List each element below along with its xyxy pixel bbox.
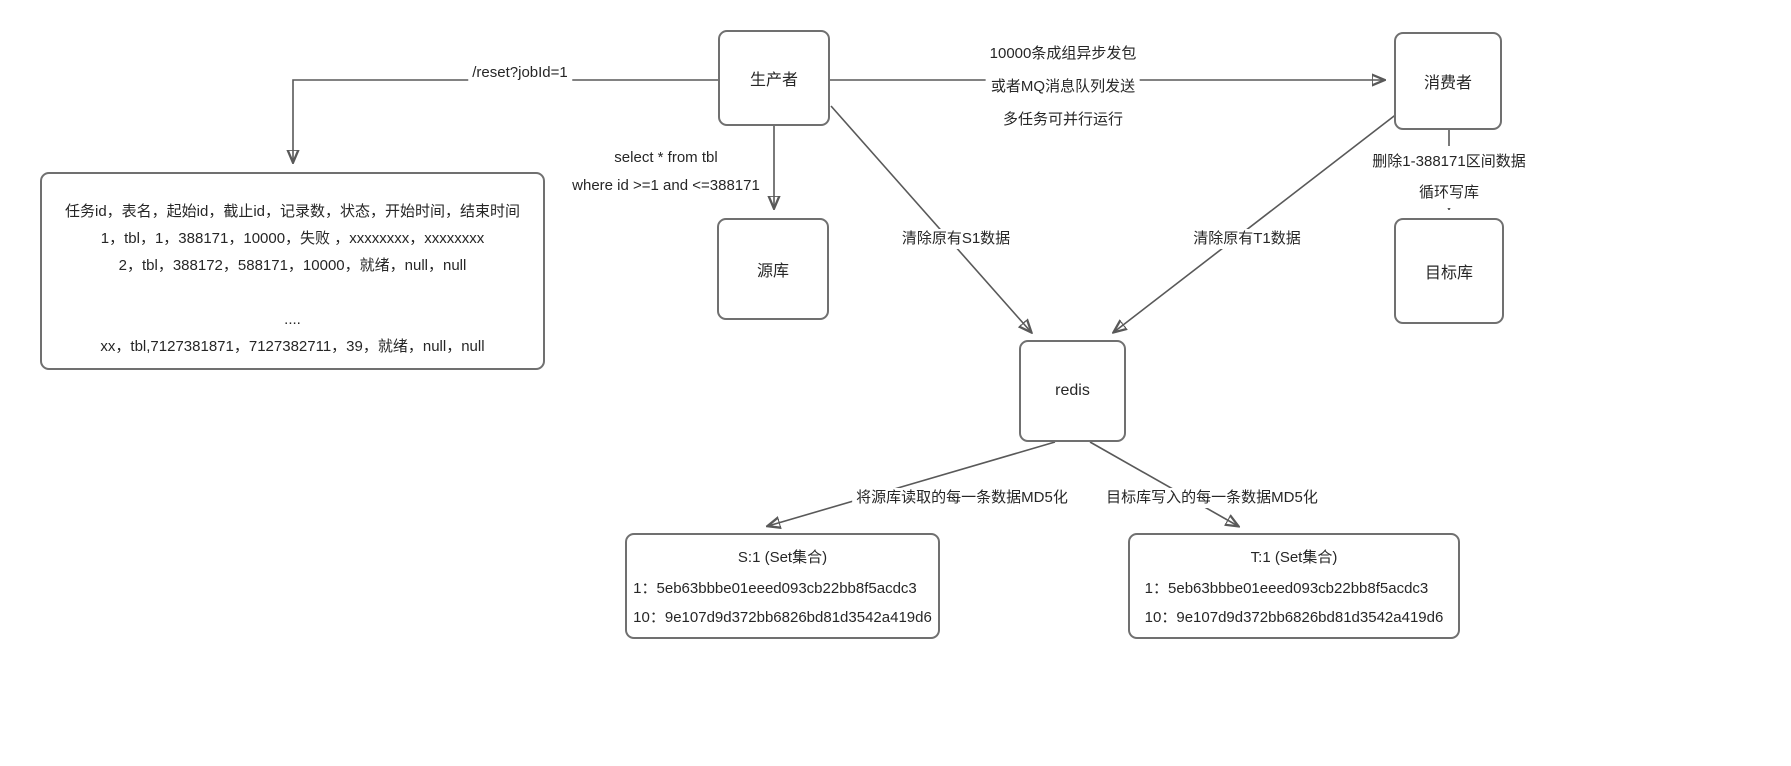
node-consumer-label: 消费者 xyxy=(1423,75,1472,92)
task-table-row: 2，tbl，388172，588171，10000，就绪，null，null xyxy=(118,257,467,274)
task-table-spacer xyxy=(42,279,543,306)
edge-label-consumer-to-target-line: 循环写库 xyxy=(1413,177,1484,208)
node-s1-set: S:1 (Set集合) 1：5eb63bbbe01eeed093cb22bb8f… xyxy=(625,533,940,639)
node-source-db-label: 源库 xyxy=(756,263,789,280)
task-table-row: xx，tbl,7127381871，7127382711，39，就绪，null，… xyxy=(100,338,485,355)
s1-set-entry: 1：5eb63bbbe01eeed093cb22bb8f5acdc3 xyxy=(633,580,917,597)
edge-label-reset-job: /reset?jobId=1 xyxy=(468,63,572,83)
edge-label-producer-to-consumer-line: 10000条成组异步发包 xyxy=(984,37,1142,70)
task-table-ellipsis: .... xyxy=(284,311,301,328)
t1-set-entry: 1：5eb63bbbe01eeed093cb22bb8f5acdc3 xyxy=(1144,580,1429,597)
edge-consumer-to-redis xyxy=(1114,112,1399,332)
edge-label-producer-to-consumer-line: 多任务可并行运行 xyxy=(997,103,1128,136)
node-redis: redis xyxy=(1019,340,1126,442)
edge-redis-to-s1 xyxy=(768,441,1056,526)
edge-label-clear-t1: 清除原有T1数据 xyxy=(1189,229,1305,249)
t1-set-title: T:1 (Set集合) xyxy=(1250,549,1338,566)
node-target-db-label: 目标库 xyxy=(1424,265,1473,282)
node-consumer: 消费者 xyxy=(1394,32,1502,130)
edge-label-producer-to-consumer-line: 或者MQ消息队列发送 xyxy=(985,70,1141,103)
edge-redis-to-t1 xyxy=(1089,441,1238,526)
edge-label-consumer-to-target-line: 删除1-388171区间数据 xyxy=(1367,146,1531,177)
edge-label-source-md5: 将源库读取的每一条数据MD5化 xyxy=(852,488,1072,508)
edge-label-clear-s1: 清除原有S1数据 xyxy=(897,229,1015,249)
task-table-row: 1，tbl，1，388171，10000，失败 ，xxxxxxxx，xxxxxx… xyxy=(100,230,485,247)
node-producer: 生产者 xyxy=(718,30,830,126)
node-target-db: 目标库 xyxy=(1394,218,1504,324)
t1-set-entry: 10：9e107d9d372bb6826bd81d3542a419d6 xyxy=(1144,609,1444,626)
node-redis-label: redis xyxy=(1055,382,1090,399)
edge-producer-to-redis xyxy=(830,105,1031,332)
node-source-db: 源库 xyxy=(717,218,829,320)
edge-label-select-query-line: select * from tbl xyxy=(609,144,723,172)
edge-label-select-query-line: where id >=1 and <=388171 xyxy=(567,172,765,200)
node-task-table: 任务id，表名，起始id，截止id，记录数，状态，开始时间，结束时间 1，tbl… xyxy=(40,172,545,370)
s1-set-entry: 10：9e107d9d372bb6826bd81d3542a419d6 xyxy=(633,609,932,626)
edge-label-target-md5: 目标库写入的每一条数据MD5化 xyxy=(1102,488,1322,508)
s1-set-entries: 1：5eb63bbbe01eeed093cb22bb8f5acdc3 10：9e… xyxy=(633,574,932,632)
s1-set-title: S:1 (Set集合) xyxy=(737,549,828,566)
node-producer-label: 生产者 xyxy=(749,72,798,89)
task-table-header: 任务id，表名，起始id，截止id，记录数，状态，开始时间，结束时间 xyxy=(64,203,521,220)
node-t1-set: T:1 (Set集合) 1：5eb63bbbe01eeed093cb22bb8f… xyxy=(1128,533,1460,639)
edge-label-select-query: select * from tbl where id >=1 and <=388… xyxy=(567,144,765,200)
edge-label-producer-to-consumer: 10000条成组异步发包 或者MQ消息队列发送 多任务可并行运行 xyxy=(984,37,1142,136)
t1-set-entries: 1：5eb63bbbe01eeed093cb22bb8f5acdc3 10：9e… xyxy=(1145,574,1444,632)
edge-label-consumer-to-target: 删除1-388171区间数据 循环写库 xyxy=(1367,146,1531,208)
